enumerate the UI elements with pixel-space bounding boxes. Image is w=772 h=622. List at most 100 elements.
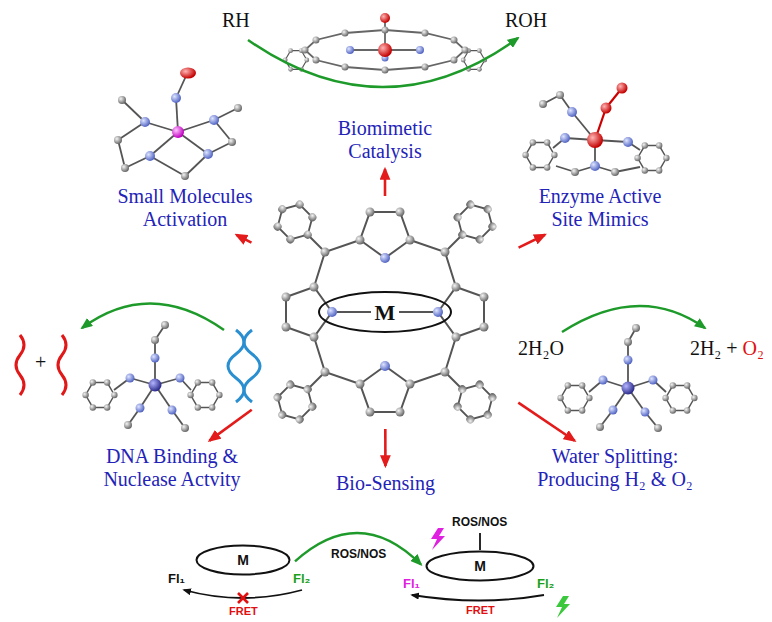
connector-label: ROS/NOS <box>329 548 388 562</box>
macrocycle-illustration <box>399 311 433 313</box>
nitrosyl-complex-illustration <box>181 172 189 180</box>
macrocycle-atoms <box>441 368 450 377</box>
connector-arrow <box>384 169 387 196</box>
oxo-complex-illustration <box>382 67 389 74</box>
peroxo-complex-illustration <box>617 83 628 94</box>
water-splitting-illustration <box>662 382 697 413</box>
dna-cleavage-illustration <box>168 406 177 415</box>
node-text: M <box>474 559 486 573</box>
connector-arrow <box>295 533 421 565</box>
fluorophore-label: Fl₂ <box>537 577 554 592</box>
macrocycle-atoms <box>452 333 461 342</box>
product-label: O₂ <box>743 336 764 360</box>
macrocycle-atoms <box>480 323 489 332</box>
oxo-complex-illustration <box>342 64 349 71</box>
node-text: Bio-Sensing <box>336 472 435 495</box>
water-splitting-illustration <box>641 408 650 417</box>
nitrosyl-complex-illustration <box>114 68 242 181</box>
peroxo-complex-illustration <box>611 168 619 176</box>
dna-cleavage-illustration <box>126 374 135 383</box>
analyte-label: ROS/NOS <box>450 516 509 530</box>
oxo-complex-illustration <box>346 46 354 54</box>
application-title: Enzyme Active Site Mimics <box>525 183 675 233</box>
application-title: Small Molecules Activation <box>105 183 265 233</box>
node-text: M <box>375 302 396 324</box>
node-text: Enzyme Active Site Mimics <box>529 185 671 231</box>
macrocycle-atoms <box>282 293 291 302</box>
nitrosyl-complex-illustration <box>118 140 125 168</box>
peroxo-complex-illustration <box>634 142 669 173</box>
macrocycle-atoms <box>446 373 505 432</box>
macrocycle-atoms <box>282 323 291 332</box>
macrocycle-atoms <box>321 368 330 377</box>
macrocycle-atoms <box>380 253 390 263</box>
macrocycle-atoms <box>433 307 443 317</box>
macrocycle-atoms <box>406 236 415 245</box>
nitrosyl-complex-illustration <box>150 156 185 176</box>
macrocycle-illustration <box>286 212 484 412</box>
macrocycle-atoms <box>366 408 375 417</box>
oxo-complex-illustration <box>313 37 320 44</box>
macrocycle-atoms <box>452 283 461 292</box>
dna-cleavage-illustration <box>228 330 244 402</box>
fret-sensor-illustration <box>238 593 248 603</box>
dna-cleavage-illustration <box>151 336 159 344</box>
oxo-complex-illustration <box>451 37 458 44</box>
sensor-ring: M <box>425 550 535 582</box>
nitrosyl-complex-illustration <box>121 164 129 172</box>
macrocycle-illustration <box>360 212 410 258</box>
macrocycle-illustration <box>286 287 332 337</box>
peroxo-complex-illustration <box>539 100 547 108</box>
macrocycle-atoms <box>310 283 319 292</box>
macrocycle-atoms <box>446 193 505 252</box>
oxo-complex-illustration <box>248 38 518 87</box>
nitrosyl-complex-illustration <box>234 104 242 112</box>
water-splitting-illustration <box>562 306 705 332</box>
nitrosyl-complex-illustration <box>228 138 236 146</box>
nitrosyl-complex-illustration <box>171 93 181 103</box>
fret-label: FRET <box>229 605 258 618</box>
macrocycle-atoms <box>356 236 365 245</box>
dna-cleavage-illustration <box>176 374 185 383</box>
reaction-products: 2H₂ +O₂ <box>690 336 764 360</box>
fret-sensor-illustration <box>238 593 248 603</box>
water-splitting-illustration <box>589 328 666 428</box>
water-splitting-illustration <box>599 376 608 385</box>
water-splitting-illustration <box>622 382 635 395</box>
dna-cleavage-illustration <box>124 421 132 429</box>
macrocycle-atoms <box>327 307 337 317</box>
dna-cleavage-illustration <box>151 354 160 363</box>
fret-sensor-illustration <box>412 595 544 601</box>
water-splitting-illustration <box>654 424 662 432</box>
dna-cleavage-illustration <box>187 379 222 410</box>
plus-sign: + <box>35 350 46 374</box>
oxo-complex-illustration <box>416 46 424 54</box>
oxo-complex-illustration <box>462 47 469 54</box>
reactant-label: RH <box>222 8 250 32</box>
macrocycle-atoms <box>266 193 325 252</box>
ring-outline <box>427 552 534 581</box>
dna-cleavage-illustration <box>82 303 224 330</box>
fluorophore-label: Fl₁ <box>403 577 420 592</box>
fret-sensor-illustration <box>556 596 570 618</box>
macrocycle-atoms <box>441 248 450 257</box>
dna-cleavage-illustration <box>114 325 191 428</box>
node-text: DNA Binding & Nuclease Actvity <box>86 445 258 491</box>
nitrosyl-complex-illustration <box>145 151 155 161</box>
macrocycle-atoms <box>356 380 365 389</box>
nitrosyl-complex-illustration <box>209 115 219 125</box>
macrocycle-atoms <box>380 361 390 371</box>
connector-arrow <box>384 429 387 466</box>
peroxo-complex-illustration <box>556 91 564 99</box>
macrocycle-atoms <box>266 373 325 432</box>
macrocycle-atoms <box>321 248 330 257</box>
ring-outline <box>197 546 290 575</box>
dna-cleavage-illustration <box>181 424 189 432</box>
macrocycle-core: M <box>255 200 515 425</box>
oxo-complex-illustration <box>350 22 420 58</box>
fret-sensor-illustration <box>431 528 445 550</box>
oxo-complex-illustration <box>382 27 389 34</box>
nitrosyl-complex-illustration <box>180 68 196 79</box>
peroxo-complex-illustration <box>567 107 577 117</box>
oxo-complex-illustration <box>380 13 390 23</box>
